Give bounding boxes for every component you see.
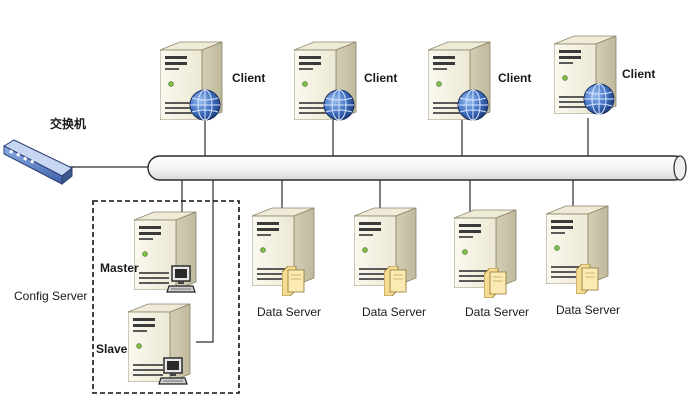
- config-slave-server: [128, 302, 198, 392]
- folder-icon: [484, 268, 508, 298]
- slave-link: [196, 180, 214, 343]
- data-server-label-3: Data Server: [465, 305, 530, 319]
- data-server-2: [354, 206, 424, 296]
- client-server-3: [428, 40, 498, 124]
- client-label-2: Client: [364, 71, 398, 85]
- network-switch: [2, 136, 74, 186]
- data-server-label-4: Data Server: [556, 303, 621, 317]
- client-server-4: [554, 34, 624, 118]
- client-label-4: Client: [622, 67, 656, 81]
- data-server-label-2: Data Server: [362, 305, 427, 319]
- config-master-server: [134, 210, 204, 300]
- globe-icon: [582, 82, 616, 116]
- client-server-1: [160, 40, 230, 124]
- data-server-label-1: Data Server: [257, 305, 322, 319]
- client-label-1: Client: [232, 71, 266, 85]
- switch-label: 交换机: [50, 117, 87, 131]
- folder-icon: [576, 264, 600, 294]
- client-server-2: [294, 40, 364, 124]
- globe-icon: [456, 88, 490, 122]
- config-server-label: Config Server: [14, 289, 88, 303]
- slave-label: Slave: [96, 342, 128, 356]
- workstation-icon: [158, 356, 188, 386]
- globe-icon: [322, 88, 356, 122]
- data-server-1: [252, 206, 322, 296]
- client-label-3: Client: [498, 71, 532, 85]
- globe-icon: [188, 88, 222, 122]
- data-server-4: [546, 204, 616, 294]
- master-label: Master: [100, 261, 139, 275]
- folder-icon: [282, 266, 306, 296]
- workstation-icon: [166, 264, 196, 294]
- switch-icon: [2, 139, 73, 186]
- folder-icon: [384, 266, 408, 296]
- network-bus: [147, 155, 687, 181]
- config-server-group-box: [92, 200, 240, 394]
- data-server-3: [454, 208, 524, 298]
